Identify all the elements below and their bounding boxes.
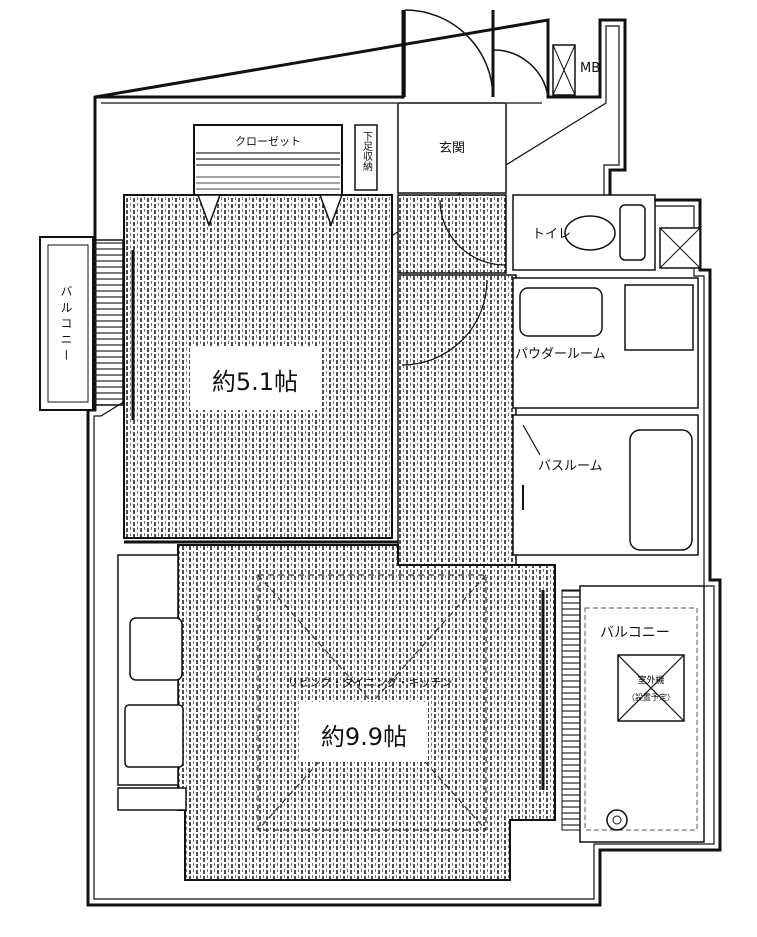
hall-door-swing xyxy=(439,199,507,266)
western-room-size: 約5.1帖 xyxy=(212,368,298,396)
ldk-size: 約9.9帖 xyxy=(321,723,407,751)
washbasin-icon xyxy=(519,287,603,337)
closet-label: クローゼット xyxy=(235,135,301,148)
west-balcony-label: バルコニー xyxy=(59,285,73,365)
powder-room-label: パウダールーム xyxy=(515,347,606,362)
west-balcony xyxy=(39,236,124,411)
toilet-bowl-icon xyxy=(564,215,616,251)
entrance-label: 玄関 xyxy=(439,141,465,156)
toilet-tank-icon xyxy=(619,204,646,261)
balcony xyxy=(561,585,705,843)
shoe-storage xyxy=(354,124,378,191)
balcony-label: バルコニー xyxy=(600,625,670,641)
bathroom-label: バスルーム xyxy=(538,459,603,474)
powder-room xyxy=(512,277,699,409)
washer-space xyxy=(624,284,694,351)
corridor-door-swing xyxy=(401,279,488,366)
western-room-size-box xyxy=(190,347,320,410)
bathtub-icon xyxy=(629,429,693,551)
corridor-floor xyxy=(397,274,517,566)
outdoor-unit-label: 室外機 xyxy=(637,674,664,686)
hallway-floor xyxy=(397,194,507,274)
fridge-space xyxy=(117,787,187,811)
ldk-label: リビング・ダイニング・キッチン xyxy=(288,675,453,689)
sink-icon xyxy=(129,617,183,681)
ldk-size-box xyxy=(300,702,428,762)
toilet-room xyxy=(512,194,656,271)
entrance xyxy=(397,102,507,194)
bathroom xyxy=(512,414,699,556)
outdoor-unit-note: （設置予定） xyxy=(627,692,675,702)
stove-icon xyxy=(124,704,184,768)
entrance-door xyxy=(404,9,549,98)
kitchen-counter xyxy=(117,554,187,811)
toilet-label: トイレ xyxy=(532,227,571,242)
closet xyxy=(193,124,344,228)
meter-box-label: MB xyxy=(580,61,600,76)
shoe-storage-label: 下足収納 xyxy=(361,131,373,172)
